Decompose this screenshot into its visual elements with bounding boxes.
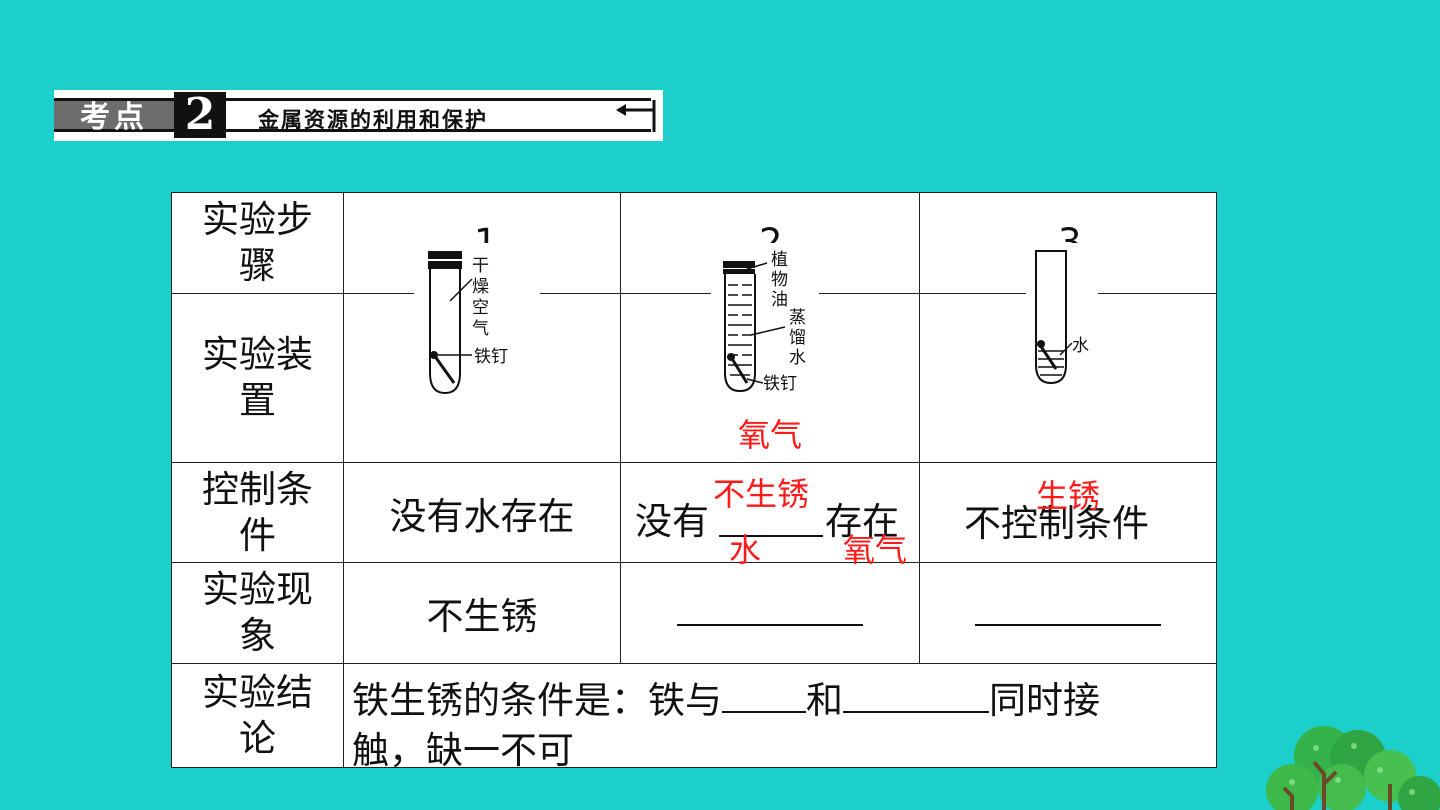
topic-title: 金属资源的利用和保护 <box>258 108 488 132</box>
tube1-label-nail: 铁钉 <box>474 347 508 367</box>
banner-bar <box>226 98 651 132</box>
conclusion-cell: 铁生锈的条件是：铁与 和 同时接 触，缺一不可 <box>343 663 1217 772</box>
condition-2-post: 存在 <box>825 500 899 543</box>
conclusion-part3: 同时接 <box>989 678 1100 722</box>
tube2-label-0: 植 <box>771 250 788 270</box>
row-conclusion: 实验结论 铁生锈的条件是：铁与 和 同时接 触，缺一不可 <box>171 663 1217 772</box>
condition-2-blank <box>719 535 823 537</box>
tube2-label-1: 物 <box>771 270 788 290</box>
tube2-label-nail: 铁钉 <box>763 374 797 394</box>
tube-dry-air-diagram: 干 燥 空 气 铁钉 <box>414 243 540 400</box>
condition-3-overlay: 生锈 <box>1036 477 1101 515</box>
phenomenon-3-blank <box>975 600 1161 626</box>
tree-decoration-icon <box>1266 726 1440 810</box>
row-header-conclusion: 实验结论 <box>171 663 344 768</box>
tube2-label-2: 油 <box>771 290 788 310</box>
tube-oil-water-diagram: 植 物 油 蒸 馏 水 铁钉 <box>711 243 819 395</box>
conclusion-blank-1 <box>722 703 806 713</box>
tube1-label-3: 气 <box>472 319 489 339</box>
tube1-label-0: 干 <box>472 256 489 276</box>
conclusion-line2: 触，缺一不可 <box>352 728 574 772</box>
tube2-label-3: 蒸 <box>789 308 806 328</box>
condition-2-answer-water: 水 <box>729 531 762 569</box>
condition-3-text: 不控制条件 <box>964 502 1149 545</box>
tube2-label-4: 馏 <box>789 328 806 348</box>
condition-cell-2: 没有 存在 不生锈 水 氧气 <box>620 462 920 569</box>
row-conditions: 控制条件 没有水存在 没有 存在 不生锈 水 氧气 不控制条件 生锈 <box>171 462 1217 569</box>
row-header-conditions: 控制条件 <box>171 462 344 563</box>
condition-cell-1: 没有水存在 <box>343 462 621 563</box>
row-phenomena: 实验现象 不生锈 <box>171 562 1217 664</box>
phenomenon-2-blank <box>677 600 863 626</box>
conclusion-part2: 和 <box>806 678 843 722</box>
row-header-steps: 实验步骤 <box>171 192 344 294</box>
row-header-device: 实验装置 <box>171 293 344 463</box>
tube3-label-water: 水 <box>1072 336 1089 356</box>
topic-number: 2 <box>174 92 226 138</box>
phenomenon-cell-2 <box>620 562 920 664</box>
tube1-label-1: 燥 <box>472 277 489 297</box>
conclusion-blank-2 <box>843 703 989 713</box>
topic-banner: 考点 2 金属资源的利用和保护 <box>54 90 663 141</box>
condition-cell-3: 不控制条件 生锈 <box>919 462 1217 563</box>
phenomenon-cell-1: 不生锈 <box>343 562 621 664</box>
conclusion-part1: 铁生锈的条件是：铁与 <box>352 678 722 722</box>
return-arrow-icon[interactable] <box>614 96 658 136</box>
tube-water-diagram: 水 <box>1026 243 1098 389</box>
condition-2-pre: 没有 <box>635 500 709 543</box>
tube1-label-2: 空 <box>472 298 489 318</box>
device-answer-oxygen: 氧气 <box>738 416 803 454</box>
phenomenon-cell-3 <box>919 562 1217 664</box>
kaodian-label: 考点 <box>54 98 174 135</box>
condition-2-overlay: 不生锈 <box>713 475 810 513</box>
tube2-label-5: 水 <box>789 348 806 368</box>
condition-2-answer-oxygen: 氧气 <box>843 531 908 569</box>
row-header-phenomena: 实验现象 <box>171 562 344 664</box>
